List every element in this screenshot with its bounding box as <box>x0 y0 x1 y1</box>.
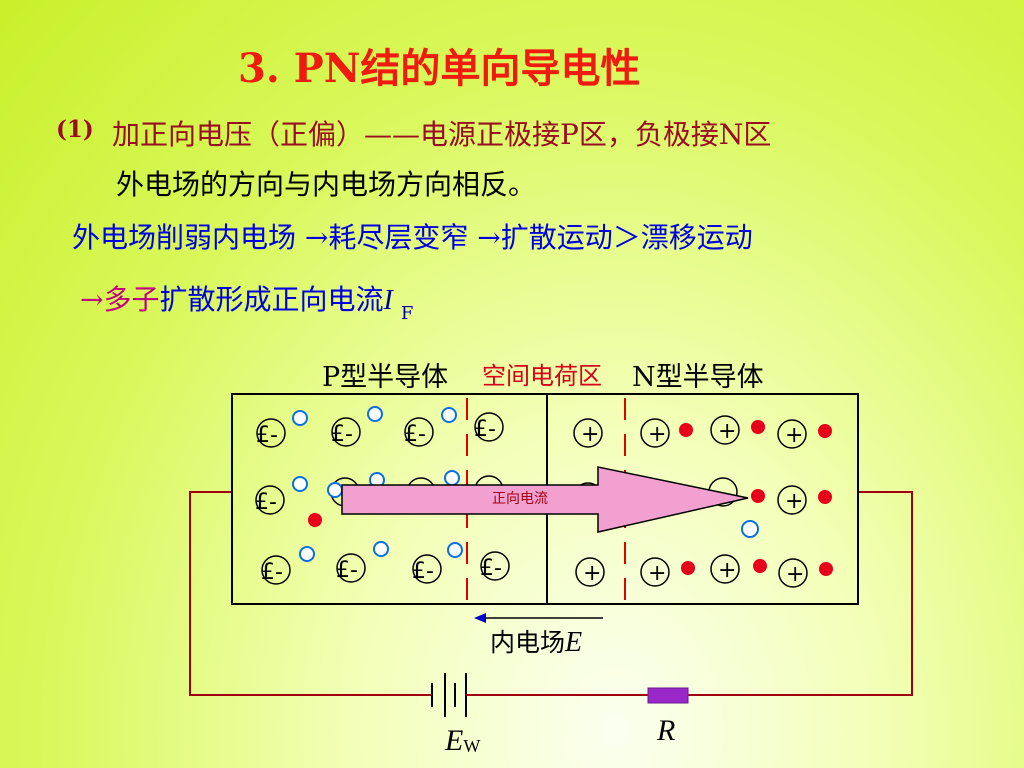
negative-ion-label: £- <box>404 422 426 447</box>
line4-current-subscript: F <box>400 303 414 324</box>
hole-carrier <box>441 407 457 423</box>
positive-ion <box>710 415 740 445</box>
internal-field-label: 内电场E <box>490 623 582 659</box>
positive-ion <box>778 558 808 588</box>
positive-ion <box>575 557 605 587</box>
negative-ion <box>261 555 291 585</box>
positive-ion-label: + <box>785 489 803 514</box>
positive-ion-label: + <box>648 422 666 447</box>
hole-carrier <box>373 541 389 557</box>
battery-symbol-text: E <box>445 724 464 757</box>
negative-ion-label: £- <box>261 560 283 585</box>
circuit-wires <box>189 491 913 696</box>
hole-carrier <box>367 406 383 422</box>
line4-current-symbol: I <box>383 285 393 316</box>
text-line-forward-bias: 加正向电压（正偏）——电源正极接P区，负极接N区 <box>112 118 772 151</box>
positive-ion-label: + <box>786 562 804 587</box>
negative-ion <box>331 417 361 447</box>
wire-left <box>189 491 432 696</box>
text-line-field-direction: 外电场的方向与内电场方向相反。 <box>116 168 537 201</box>
positive-ion <box>640 557 670 587</box>
negative-ion-label: £- <box>255 490 277 515</box>
negative-ion-label: £- <box>412 559 434 584</box>
hole-carrier <box>447 542 463 558</box>
text-line-field-weakening: 外电场削弱内电场 →耗尽层变窄 →扩散运动＞漂移运动 <box>72 221 753 254</box>
negative-ion <box>255 485 285 515</box>
positive-ion-label: + <box>718 558 736 583</box>
negative-ion-label: £- <box>336 558 358 583</box>
negative-ion <box>256 418 286 448</box>
positive-ion <box>777 485 807 515</box>
electron-carrier <box>751 489 765 503</box>
electron-carrier <box>681 561 695 575</box>
hole-carrier <box>292 410 308 426</box>
wire-right <box>688 491 913 696</box>
point-label: (1) <box>56 116 94 143</box>
electron-carrier <box>818 490 832 504</box>
line4-diffusion-text: 扩散形成正向电流 <box>159 283 384 316</box>
positive-ion-label: + <box>581 422 599 447</box>
hole-carrier <box>741 520 759 538</box>
positive-ion-label: + <box>583 561 601 586</box>
battery-label: EW <box>445 724 480 758</box>
resistor-symbol <box>647 687 689 704</box>
electron-carrier <box>753 559 767 573</box>
hole-carrier <box>444 470 460 486</box>
negative-ion <box>480 551 510 581</box>
positive-ions <box>573 415 808 588</box>
negative-ion <box>404 417 434 447</box>
hole-carrier <box>299 546 315 562</box>
positive-ion <box>640 418 670 448</box>
negative-ion-label: £- <box>331 422 353 447</box>
internal-field-symbol: E <box>565 627 583 658</box>
holes <box>292 406 759 562</box>
negative-ion-label: £- <box>256 423 278 448</box>
n-region-label: N型半导体 <box>632 362 764 393</box>
battery-subscript: W <box>463 736 481 756</box>
line4-majority-carriers: →多子 <box>80 283 160 316</box>
electron-carrier <box>308 513 322 527</box>
positive-ion-label: + <box>785 423 803 448</box>
negative-ion <box>474 412 504 442</box>
positive-ion-label: + <box>648 561 666 586</box>
internal-field-arrowhead <box>474 613 486 623</box>
forward-current-label: 正向电流 <box>492 491 548 507</box>
electron-carrier <box>679 423 693 437</box>
hole-carrier <box>292 476 308 492</box>
electron-carrier <box>818 424 832 438</box>
electrons <box>308 420 833 576</box>
positive-ion <box>777 419 807 449</box>
p-region-label: P型半导体 <box>322 362 449 393</box>
space-charge-label: 空间电荷区 <box>482 362 602 390</box>
positive-ion-label: + <box>718 419 736 444</box>
battery-symbol <box>420 673 478 717</box>
negative-ion-label: £- <box>480 556 502 581</box>
positive-ion <box>573 418 603 448</box>
slide-title: 3. PN结的单向导电性 <box>238 45 641 92</box>
electron-carrier <box>819 562 833 576</box>
negative-ion-labels: £- £- £- £- £- £- £- £- £- <box>255 417 502 585</box>
resistor-label: R <box>657 714 676 747</box>
forward-current-arrow <box>341 466 749 533</box>
internal-field-text: 内电场 <box>490 628 566 657</box>
negative-ion <box>336 553 366 583</box>
hole-carrier <box>327 482 343 498</box>
semiconductor-box <box>231 393 859 605</box>
positive-ion-labels: + + + + + + + + + <box>581 419 804 587</box>
negative-ion-label: £- <box>474 417 496 442</box>
positive-ion <box>710 554 740 584</box>
electron-carrier <box>751 420 765 434</box>
negative-ion <box>412 554 442 584</box>
